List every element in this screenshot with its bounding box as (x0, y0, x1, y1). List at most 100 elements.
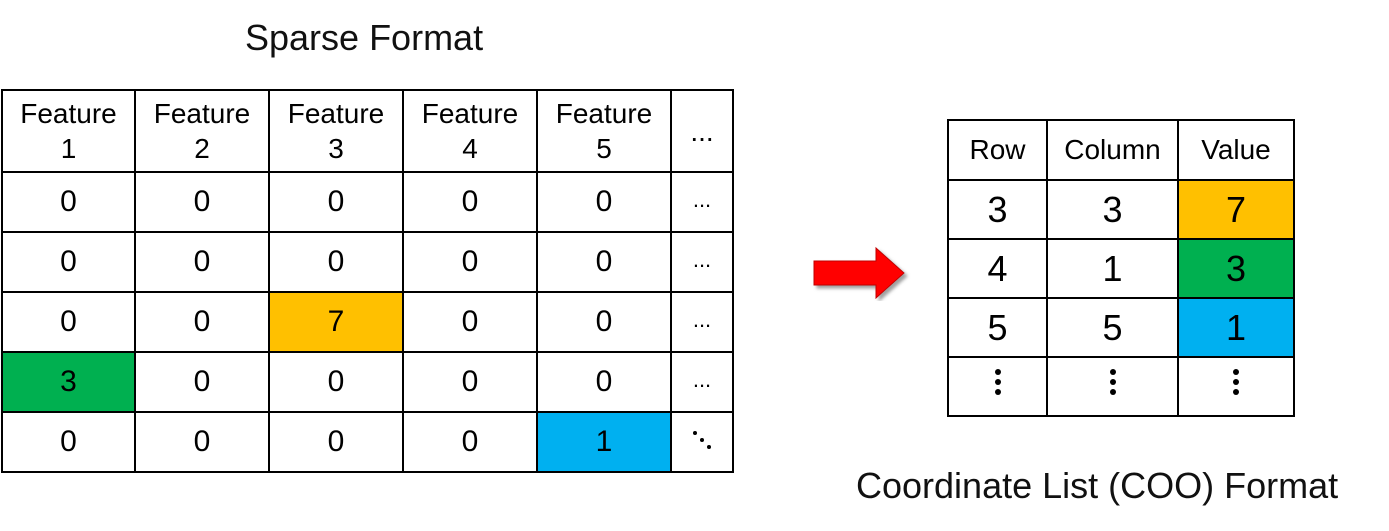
vertical-ellipsis-icon (1233, 365, 1239, 399)
sparse-cell: 0 (536, 231, 672, 293)
coo-cell-value: 1 (1225, 306, 1247, 348)
sparse-row: 0 0 0 0 0... (1, 171, 734, 233)
sparse-cell: 0 (536, 291, 672, 353)
sparse-cell-value: 0 (327, 365, 345, 398)
sparse-cell-value: ... (692, 187, 712, 212)
sparse-header-text: Feature (287, 98, 385, 129)
coo-cell-value: 4 (987, 247, 1008, 289)
sparse-cell: 0 (536, 351, 672, 413)
sparse-cell: 0 (402, 171, 538, 233)
coo-row: 4 1 3 (947, 238, 1295, 299)
sparse-header-cell: Feature 5 (536, 89, 672, 173)
sparse-cell: ... (670, 351, 734, 413)
sparse-cell: 0 (1, 231, 136, 293)
sparse-cell-value: 0 (60, 305, 77, 338)
sparse-header-text: Feature (153, 98, 251, 129)
coo-cell: 5 (947, 297, 1048, 358)
sparse-cell: 7 (268, 291, 404, 353)
coo-format-title: Coordinate List (COO) Format (856, 465, 1339, 506)
sparse-row: 0 0 0 0 0... (1, 231, 734, 293)
sparse-cell-value: 0 (461, 305, 479, 338)
coo-cell-value: 1 (1102, 247, 1123, 289)
sparse-header-text: 5 (596, 133, 612, 164)
coo-cell-value: 7 (1225, 188, 1247, 230)
sparse-cell-value: 0 (595, 365, 613, 398)
sparse-row: 0 0 0 0 1 (1, 411, 734, 473)
sparse-cell-value: 0 (595, 305, 613, 338)
sparse-header-text: Feature (421, 98, 519, 129)
coo-header-cell: Value (1177, 119, 1295, 181)
right-arrow-icon (813, 246, 905, 300)
sparse-cell-value: 0 (60, 185, 77, 218)
sparse-cell: 0 (134, 171, 270, 233)
coo-cell (1046, 356, 1179, 417)
coo-cell (947, 356, 1048, 417)
sparse-header-text: Feature (555, 98, 653, 129)
sparse-cell-value: ... (692, 367, 712, 392)
sparse-header-text: ... (690, 115, 714, 147)
sparse-header-text: 1 (60, 133, 77, 164)
sparse-cell: ... (670, 231, 734, 293)
sparse-cell: 0 (1, 171, 136, 233)
sparse-cell-value: 0 (193, 185, 211, 218)
sparse-cell-value: 0 (461, 245, 479, 278)
coo-cell-value: 5 (1102, 306, 1123, 348)
coo-cell-value: 3 (1225, 247, 1247, 289)
sparse-cell-value: 0 (193, 425, 211, 458)
coo-row: 3 3 7 (947, 179, 1295, 240)
sparse-cell-value: 0 (193, 365, 211, 398)
sparse-cell-value: 0 (461, 185, 479, 218)
sparse-cell: 0 (268, 411, 404, 473)
sparse-cell-value: 0 (327, 245, 345, 278)
sparse-cell: 0 (402, 231, 538, 293)
sparse-row: 3 0 0 0 0... (1, 351, 734, 413)
sparse-cell: 0 (268, 351, 404, 413)
sparse-cell-value: ... (692, 247, 712, 272)
sparse-cell: 0 (134, 291, 270, 353)
sparse-cell-value: 0 (60, 425, 77, 458)
coo-cell: 7 (1177, 179, 1295, 240)
sparse-cell: 0 (402, 291, 538, 353)
coo-row (947, 356, 1295, 417)
sparse-cell: 1 (536, 411, 672, 473)
coo-cell: 5 (1046, 297, 1179, 358)
sparse-header-cell: Feature 2 (134, 89, 270, 173)
sparse-header-text: 4 (462, 133, 478, 164)
coo-cell: 1 (1177, 297, 1295, 358)
sparse-cell: 0 (402, 351, 538, 413)
vertical-ellipsis-icon (1109, 365, 1116, 399)
sparse-cell: ... (670, 171, 734, 233)
coo-cell: 1 (1046, 238, 1179, 299)
sparse-cell-value: 0 (595, 245, 613, 278)
coo-cell: 3 (947, 179, 1048, 240)
sparse-cell-value: 0 (461, 425, 479, 458)
sparse-cell: 0 (402, 411, 538, 473)
sparse-cell: 0 (134, 351, 270, 413)
vertical-ellipsis-icon (994, 365, 1001, 399)
coo-cell: 4 (947, 238, 1048, 299)
sparse-cell-value: 0 (327, 185, 345, 218)
sparse-cell: 0 (1, 291, 136, 353)
sparse-format-title: Sparse Format (245, 17, 484, 58)
sparse-cell (670, 411, 734, 473)
diagonal-ellipsis-icon (691, 429, 713, 451)
sparse-cell-value: 0 (595, 185, 613, 218)
coo-cell-value: 3 (1102, 188, 1123, 230)
sparse-cell: 0 (268, 171, 404, 233)
sparse-header-cell: Feature 4 (402, 89, 538, 173)
coo-header-cell: Column (1046, 119, 1179, 181)
sparse-cell: 0 (268, 231, 404, 293)
coo-row: 5 5 1 (947, 297, 1295, 358)
sparse-cell: ... (670, 291, 734, 353)
sparse-cell-value: 0 (461, 365, 479, 398)
sparse-cell-value: 0 (327, 425, 345, 458)
sparse-cell: 0 (1, 411, 136, 473)
sparse-cell-value: 0 (193, 245, 211, 278)
sparse-cell-value: 3 (60, 365, 77, 398)
sparse-header-text: 2 (194, 133, 210, 164)
